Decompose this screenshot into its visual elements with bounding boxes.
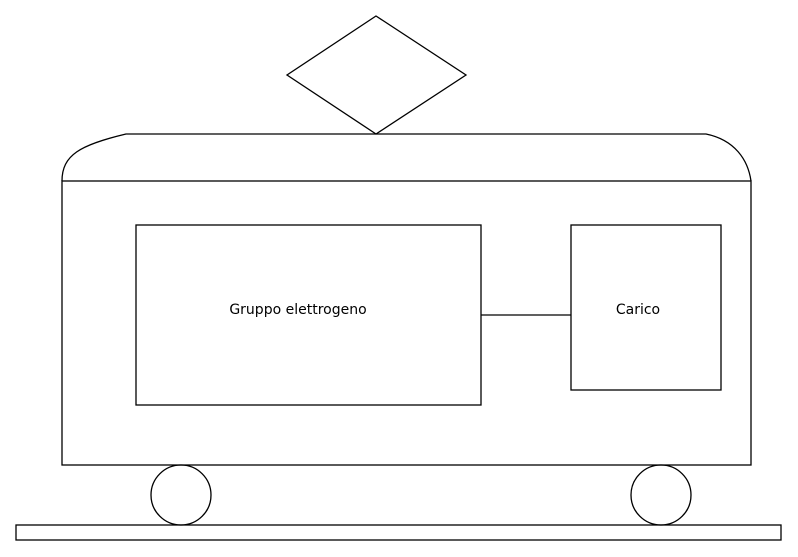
wheel-left — [150, 464, 212, 526]
rail — [15, 524, 782, 541]
load-label: Carico — [616, 302, 660, 318]
generator-label: Gruppo elettrogeno — [229, 302, 366, 318]
load-box — [570, 224, 722, 391]
wheel-right — [630, 464, 692, 526]
car-roof — [61, 133, 752, 182]
car-body — [61, 180, 752, 466]
pantograph — [285, 15, 468, 135]
